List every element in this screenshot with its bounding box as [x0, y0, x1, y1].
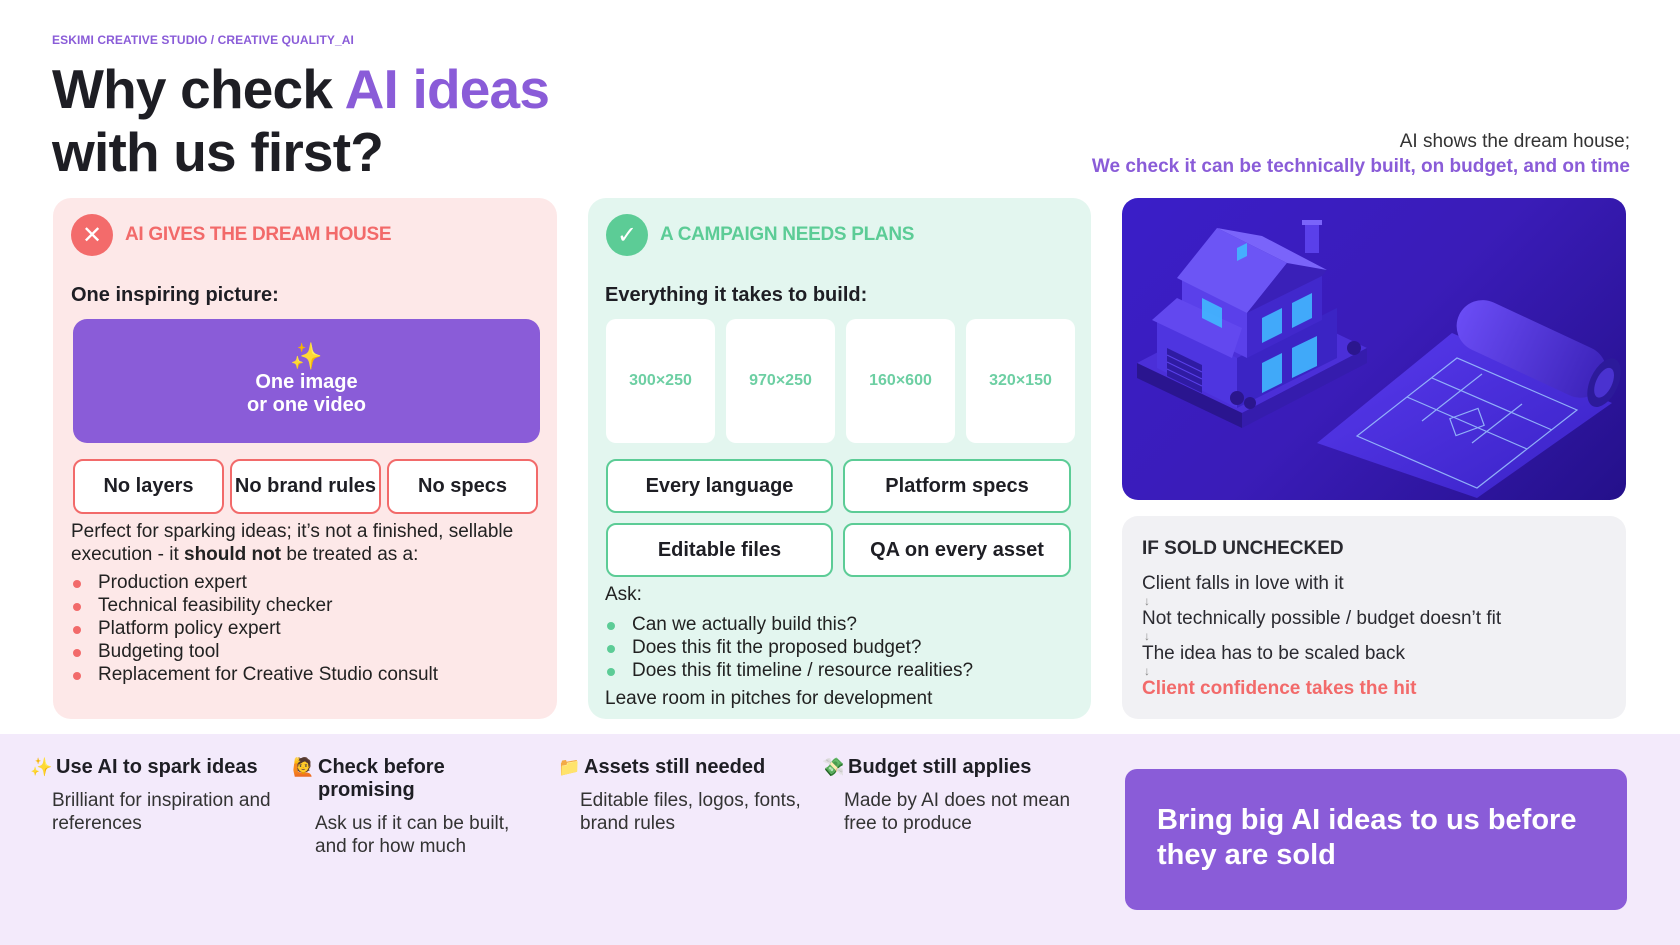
- title-accent: AI ideas: [344, 58, 550, 120]
- tag-qa-every-asset: QA on every asset: [843, 523, 1071, 577]
- tag-no-specs: No specs: [387, 459, 538, 514]
- cta-banner: Bring big AI ideas to us before they are…: [1125, 769, 1627, 910]
- list-item: Replacement for Creative Studio consult: [71, 663, 438, 686]
- tip-title: Budget still applies: [848, 756, 1032, 778]
- list-item: Can we actually build this?: [605, 613, 973, 636]
- description-emphasis: should not: [184, 544, 282, 565]
- campaign-panel-header: ✓ A CAMPAIGN NEEDS PLANS: [606, 214, 914, 256]
- hero-line-1: One image: [255, 371, 358, 393]
- check-icon: ✓: [606, 214, 648, 256]
- unchecked-title: IF SOLD UNCHECKED: [1142, 538, 1344, 559]
- tip-title: Assets still needed: [584, 756, 766, 778]
- description-pre: Perfect for sparking ideas; it’s not a f…: [71, 521, 514, 565]
- unchecked-step-1: Client falls in love with it: [1142, 573, 1344, 594]
- sparkles-icon: ✨: [30, 757, 53, 777]
- size-300x250: 300×250: [606, 319, 715, 443]
- sparkles-icon: ✨: [290, 341, 323, 371]
- description-post: be treated as a:: [281, 544, 419, 565]
- ai-not-list: Production expert Technical feasibility …: [71, 571, 438, 686]
- list-item: Does this fit the proposed budget?: [605, 636, 973, 659]
- ask-label: Ask:: [605, 584, 642, 605]
- list-item: Does this fit timeline / resource realit…: [605, 659, 973, 682]
- folder-icon: 📁: [558, 757, 581, 777]
- tagline-line-2: We check it can be technically built, on…: [1091, 156, 1630, 177]
- ai-missing-tags: No layers No brand rules No specs: [73, 459, 538, 514]
- list-item: Platform policy expert: [71, 617, 438, 640]
- tip-title: Use AI to spark ideas: [56, 756, 258, 778]
- list-item: Production expert: [71, 571, 438, 594]
- arrow-down-icon: ↓: [1144, 664, 1150, 678]
- tip-body: Made by AI does not mean free to produce: [844, 790, 1071, 834]
- arrow-down-icon: ↓: [1144, 629, 1150, 643]
- tag-no-brand-rules: No brand rules: [230, 459, 381, 514]
- tagline-line-1: AI shows the dream house;: [1399, 131, 1630, 152]
- ai-panel-subtitle: One inspiring picture:: [71, 284, 279, 306]
- one-image-card: ✨ One image or one video: [73, 319, 540, 443]
- tag-platform-specs: Platform specs: [843, 459, 1071, 513]
- tip-body: Editable files, logos, fonts, brand rule…: [580, 790, 801, 834]
- campaign-panel-subtitle: Everything it takes to build:: [605, 284, 868, 306]
- banner-sizes: 300×250 970×250 160×600 320×150: [606, 319, 1075, 443]
- tag-no-layers: No layers: [73, 459, 224, 514]
- size-970x250: 970×250: [726, 319, 835, 443]
- house-blueprint-illustration: [1122, 198, 1626, 500]
- tip-assets-needed: 📁Assets still needed Editable files, log…: [558, 756, 808, 835]
- campaign-plans-panel: ✓ A CAMPAIGN NEEDS PLANS Everything it t…: [588, 198, 1091, 719]
- campaign-panel-title: A CAMPAIGN NEEDS PLANS: [660, 224, 915, 245]
- ai-panel-title: AI GIVES THE DREAM HOUSE: [125, 224, 392, 245]
- size-160x600: 160×600: [846, 319, 955, 443]
- money-icon: 💸: [822, 757, 845, 777]
- campaign-panel-footer: Leave room in pitches for development: [605, 688, 933, 709]
- ask-questions-list: Can we actually build this? Does this fi…: [605, 613, 973, 682]
- tip-spark-ideas: ✨Use AI to spark ideas Brilliant for ins…: [30, 756, 280, 835]
- bottom-tips-band: ✨Use AI to spark ideas Brilliant for ins…: [0, 734, 1680, 945]
- title-suffix: with us first?: [52, 121, 384, 183]
- title-prefix: Why check: [52, 58, 345, 120]
- if-sold-unchecked-card: IF SOLD UNCHECKED Client falls in love w…: [1122, 516, 1626, 719]
- unchecked-final-step: Client confidence takes the hit: [1142, 678, 1417, 699]
- tip-budget-applies: 💸Budget still applies Made by AI does no…: [822, 756, 1072, 835]
- tip-check-before-promising: 🙋Check before promising Ask us if it can…: [292, 756, 542, 858]
- close-icon: ✕: [71, 214, 113, 256]
- tag-editable-files: Editable files: [606, 523, 833, 577]
- tagline: AI shows the dream house; We check it ca…: [1092, 129, 1630, 179]
- tag-every-language: Every language: [606, 459, 833, 513]
- list-item: Technical feasibility checker: [71, 594, 438, 617]
- breadcrumb: ESKIMI CREATIVE STUDIO / CREATIVE QUALIT…: [52, 33, 354, 47]
- hero-line-2: or one video: [247, 394, 366, 416]
- ai-panel-description: Perfect for sparking ideas; it’s not a f…: [71, 520, 541, 566]
- unchecked-step-3: The idea has to be scaled back: [1142, 643, 1406, 664]
- list-item: Budgeting tool: [71, 640, 438, 663]
- arrow-down-icon: ↓: [1144, 594, 1150, 608]
- size-320x150: 320×150: [966, 319, 1075, 443]
- tip-title: Check before promising: [318, 756, 445, 801]
- ai-dream-house-panel: ✕ AI GIVES THE DREAM HOUSE One inspiring…: [53, 198, 557, 719]
- unchecked-step-2: Not technically possible / budget doesn’…: [1142, 608, 1502, 629]
- campaign-requirement-tags: Every language Platform specs Editable f…: [606, 459, 1071, 577]
- tip-body: Brilliant for inspiration and references: [52, 790, 271, 834]
- tip-body: Ask us if it can be built, and for how m…: [315, 813, 510, 857]
- page-title: Why check AI ideas with us first?: [52, 58, 550, 184]
- raised-hand-icon: 🙋: [292, 757, 315, 777]
- ai-panel-header: ✕ AI GIVES THE DREAM HOUSE: [71, 214, 392, 256]
